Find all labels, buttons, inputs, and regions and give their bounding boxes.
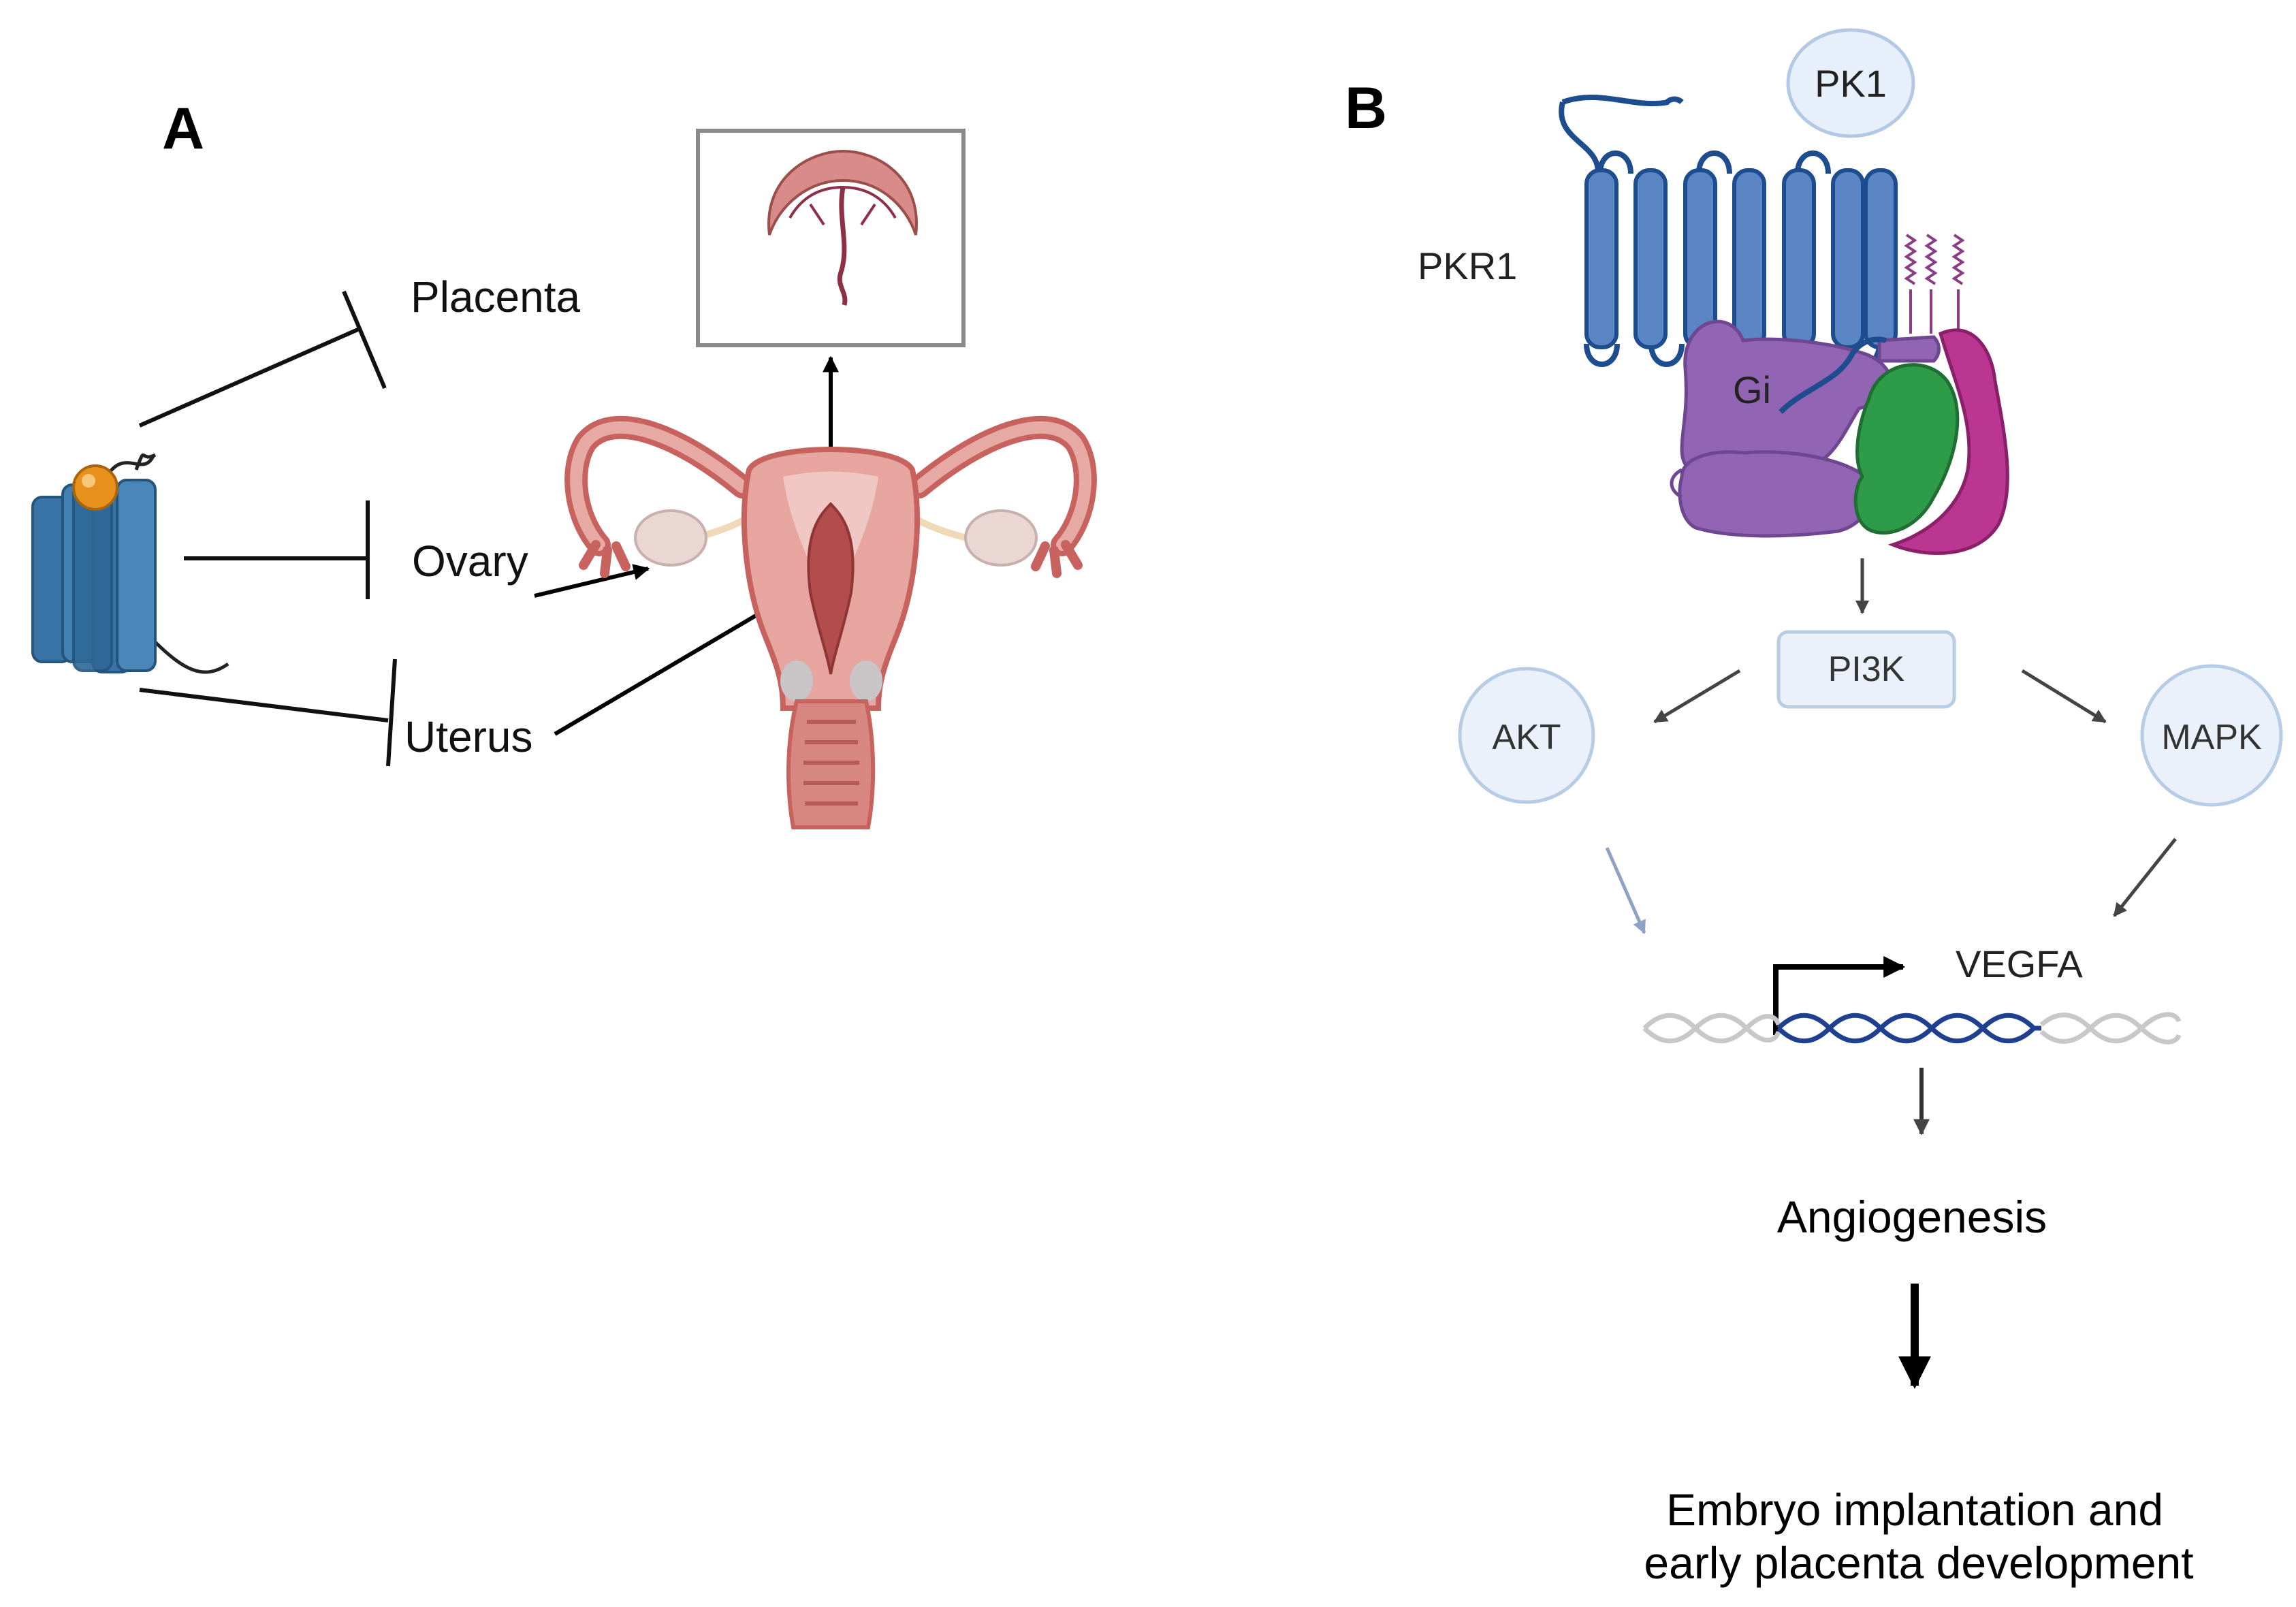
angiogenesis-label: Angiogenesis — [1777, 1192, 2047, 1242]
panel-a-letter: A — [162, 96, 204, 161]
label-ovary: Ovary — [412, 537, 528, 586]
inhibition-lines — [138, 290, 397, 767]
gpcr-receptor-icon — [31, 453, 229, 674]
pkr1-receptor: PKR1 — [1418, 95, 1898, 367]
pk1-ligand: PK1 — [1786, 28, 1915, 138]
left-ovary — [634, 509, 707, 567]
inhibit-placenta-line — [138, 326, 362, 428]
placenta-inset — [696, 129, 966, 347]
pk1-label: PK1 — [1815, 62, 1887, 105]
panel-a: A Placenta Ovary Uterus — [31, 96, 1097, 829]
transcription-start-arrow — [1773, 956, 1906, 1035]
ligand-ball — [72, 464, 118, 511]
panel-b-letter: B — [1345, 76, 1387, 141]
panel-b: B PK1 PKR1 — [1345, 28, 2283, 1588]
arrow-ovary — [534, 564, 650, 598]
final-outcome-line1: Embryo implantation and — [1666, 1484, 2163, 1535]
label-uterus: Uterus — [404, 712, 533, 761]
pi3k-label: PI3K — [1828, 650, 1905, 689]
gi-protein-complex: Gi — [1670, 319, 2009, 555]
arrow-pi3k-to-mapk — [2021, 669, 2107, 724]
final-outcome-line2: early placenta development — [1644, 1538, 2193, 1588]
mapk-label: MAPK — [2161, 718, 2262, 757]
gi-label: Gi — [1733, 368, 1771, 411]
vegfa-label: VEGFA — [1956, 942, 2083, 985]
mapk-node: MAPK — [2140, 664, 2283, 807]
label-placenta: Placenta — [411, 272, 580, 321]
akt-node: AKT — [1458, 667, 1595, 804]
inhibit-placenta-bar — [342, 290, 387, 389]
akt-label: AKT — [1492, 718, 1561, 757]
uterus-illustration — [564, 415, 1097, 829]
arrow-pi3k-to-akt — [1653, 669, 1741, 724]
arrow-mapk-to-gene — [2113, 838, 2177, 917]
inhibit-uterus-bar — [386, 658, 397, 767]
arrow-akt-to-gene — [1605, 846, 1646, 934]
lipid-anchors — [1904, 234, 1965, 334]
dna-helix — [1642, 1012, 2182, 1045]
pi3k-node: PI3K — [1776, 630, 1956, 709]
right-ovary — [964, 509, 1038, 567]
inhibit-uterus-line — [139, 688, 389, 722]
pkr1-label: PKR1 — [1418, 244, 1517, 287]
